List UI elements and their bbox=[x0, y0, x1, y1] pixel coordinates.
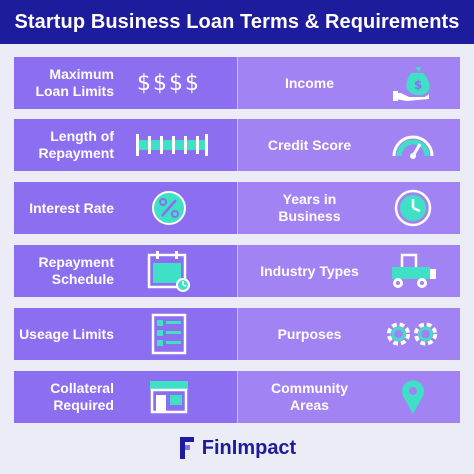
cell-label: Purposes bbox=[277, 325, 342, 342]
cell-years-in-business: Years in Business bbox=[237, 182, 460, 234]
cell-label: Community Areas bbox=[271, 380, 348, 413]
grid-row: Maximum Loan Limits $$$$ Income $ bbox=[14, 57, 460, 109]
grid-row: Useage Limits Purposes bbox=[14, 308, 460, 360]
cell-credit-score: Credit Score bbox=[237, 119, 460, 171]
checklist-icon bbox=[139, 313, 199, 355]
brand-name: FinImpact bbox=[201, 436, 297, 459]
calendar-icon bbox=[139, 251, 199, 292]
finimpact-logo-icon bbox=[179, 437, 194, 459]
cell-income: Income $ bbox=[237, 57, 460, 109]
cell-label: Industry Types bbox=[260, 262, 359, 279]
timeline-icon bbox=[132, 125, 212, 165]
brand-footer: FinImpact bbox=[0, 430, 474, 466]
gears-icon bbox=[383, 314, 443, 354]
cell-community-areas: Community Areas bbox=[237, 371, 460, 423]
grid-row: Collateral Required Community Areas bbox=[14, 371, 460, 423]
cell-label: Maximum Loan Limits bbox=[35, 66, 114, 99]
gauge-icon bbox=[383, 125, 443, 165]
money-bag-hand-icon: $ bbox=[383, 63, 443, 103]
cell-repayment-schedule: Repayment Schedule bbox=[14, 245, 238, 297]
cell-label: Repayment Schedule bbox=[38, 254, 114, 287]
grid-row: Interest Rate Years in Business bbox=[14, 182, 460, 234]
cell-maximum-loan-limits: Maximum Loan Limits $$$$ bbox=[14, 57, 238, 109]
cell-industry-types: Industry Types bbox=[237, 245, 460, 297]
storefront-icon bbox=[139, 377, 199, 417]
svg-text:$: $ bbox=[413, 78, 421, 92]
cell-interest-rate: Interest Rate bbox=[14, 182, 238, 234]
cell-length-of-repayment: Length of Repayment bbox=[14, 119, 238, 171]
page-title: Startup Business Loan Terms & Requiremen… bbox=[0, 0, 474, 44]
dollar-signs-icon: $$$$ bbox=[137, 63, 201, 103]
cell-collateral-required: Collateral Required bbox=[14, 371, 238, 423]
cell-purposes: Purposes bbox=[237, 308, 460, 360]
clock-icon bbox=[383, 188, 443, 228]
cell-label: Interest Rate bbox=[29, 199, 114, 216]
grid-row: Length of Repayment Credit Score bbox=[14, 119, 460, 171]
percent-icon bbox=[139, 188, 199, 228]
cell-label: Length of Repayment bbox=[38, 128, 114, 161]
location-pin-icon bbox=[383, 377, 443, 417]
cell-label: Useage Limits bbox=[19, 325, 114, 342]
vehicle-icon bbox=[383, 251, 443, 291]
cell-label: Income bbox=[284, 74, 334, 91]
cell-label: Years in Business bbox=[278, 191, 341, 224]
cell-label: Credit Score bbox=[267, 136, 352, 153]
cell-useage-limits: Useage Limits bbox=[14, 308, 238, 360]
dollar-glyphs: $$$$ bbox=[137, 70, 201, 96]
grid-row: Repayment Schedule Industry Types bbox=[14, 245, 460, 297]
cell-label: Collateral Required bbox=[50, 380, 114, 413]
